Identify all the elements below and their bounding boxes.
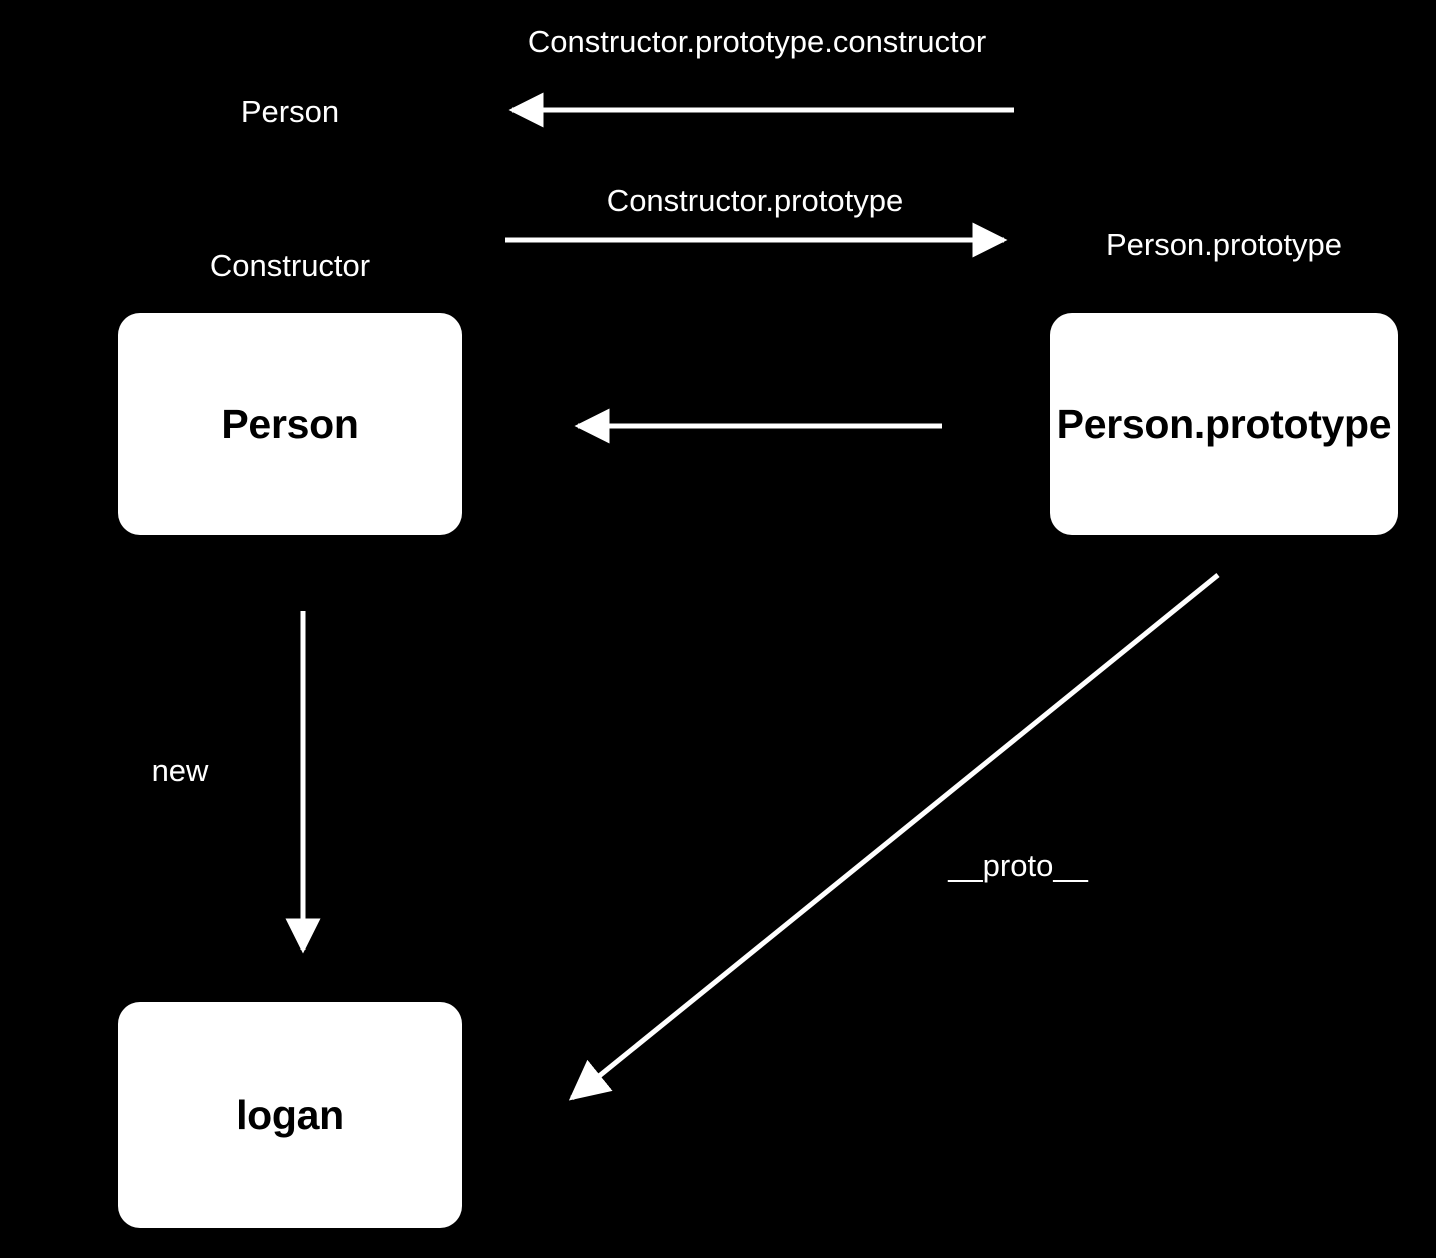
edge-label-new: new <box>151 753 209 788</box>
edge-label-constructor-prototype: Constructor.prototype <box>606 183 904 218</box>
node-logan-label: logan <box>236 1091 344 1138</box>
caption-constructor: Constructor <box>209 248 371 283</box>
node-logan[interactable]: logan <box>118 1002 462 1228</box>
caption-person: Person <box>240 94 340 129</box>
arrow-proto <box>568 573 1220 1101</box>
node-person[interactable]: Person <box>118 313 462 535</box>
node-person-label: Person <box>221 400 359 447</box>
node-person-prototype-label: Person.prototype <box>1056 400 1392 447</box>
node-person-prototype[interactable]: Person.prototype <box>1050 313 1398 535</box>
edge-label-proto: __proto__ <box>948 848 1088 883</box>
edge-label-constructor-prototype-constructor: Constructor.prototype.constructor <box>527 24 987 59</box>
caption-person-prototype: Person.prototype <box>1105 227 1343 262</box>
